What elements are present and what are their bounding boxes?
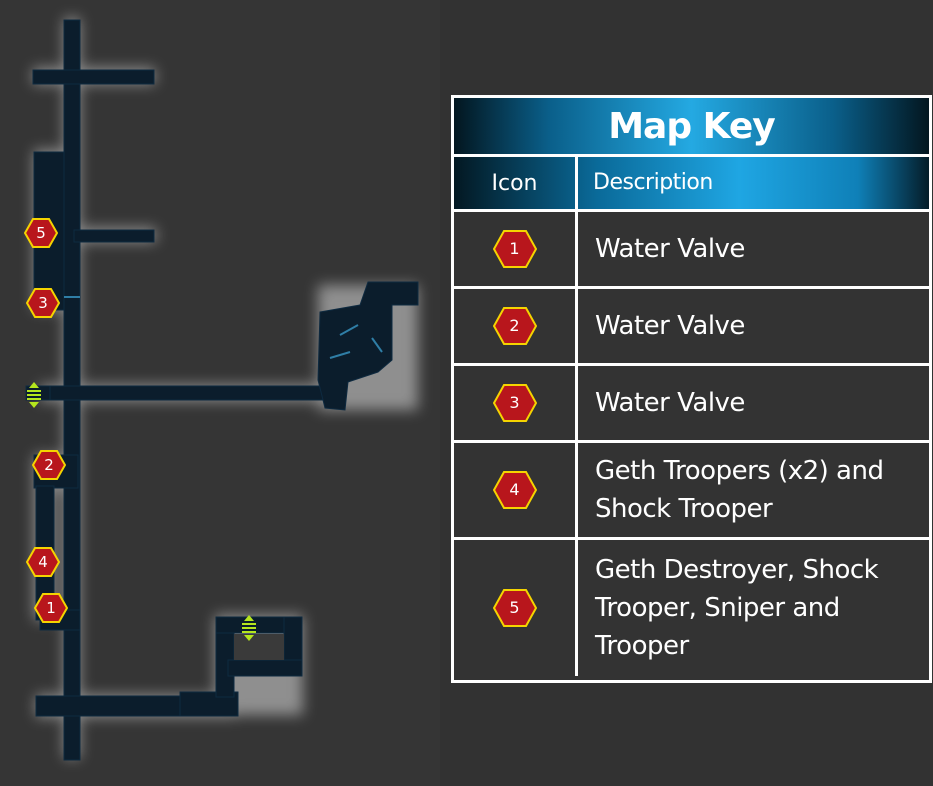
marker-number: 2 [509,316,520,335]
map-marker-3[interactable]: 3 [26,288,60,318]
marker-label: 2 [44,456,54,474]
map-marker-5[interactable]: 5 [24,218,58,248]
map-key-row-2: 2 Water Valve [454,289,929,366]
marker-3-icon: 3 [492,384,537,422]
row-description: Water Valve [595,388,745,418]
map-key-row-1: 1 Water Valve [454,212,929,289]
marker-number: 4 [509,480,520,499]
row-description: Geth Destroyer, Shock Trooper, Sniper an… [595,555,879,661]
marker-label: 4 [38,553,48,571]
map-marker-2[interactable]: 2 [32,450,66,480]
corridors [25,19,419,761]
row-description: Water Valve [595,234,745,264]
row-description: Water Valve [595,311,745,341]
map-key-row-5: 5 Geth Destroyer, Shock Trooper, Sniper … [454,540,929,676]
map-key-title: Map Key [454,98,929,157]
marker-number: 1 [509,239,520,258]
marker-number: 5 [509,598,520,617]
map-panel: 5 3 2 4 1 [0,0,440,786]
marker-number: 3 [509,393,520,412]
map-marker-4[interactable]: 4 [26,547,60,577]
map-key-row-4: 4 Geth Troopers (x2) and Shock Trooper [454,443,929,540]
row-description: Geth Troopers (x2) and Shock Trooper [595,456,884,524]
level-map [25,18,419,761]
icon-column-header: Icon [454,157,578,209]
marker-2-icon: 2 [492,307,537,345]
marker-label: 5 [36,224,46,242]
map-key-header-row: Icon Description [454,157,929,212]
map-marker-1[interactable]: 1 [34,593,68,623]
door-marker-icon [24,382,44,408]
map-key-table: Map Key Icon Description 1 Water Valve 2… [451,95,932,683]
description-column-header: Description [593,170,713,195]
room-details [64,296,383,359]
room-interior [234,634,284,660]
door-marker-icon [239,615,259,641]
marker-5-icon: 5 [492,589,537,627]
marker-1-icon: 1 [492,230,537,268]
marker-4-icon: 4 [492,471,537,509]
marker-label: 1 [46,599,56,617]
map-key-row-3: 3 Water Valve [454,366,929,443]
marker-label: 3 [38,294,48,312]
